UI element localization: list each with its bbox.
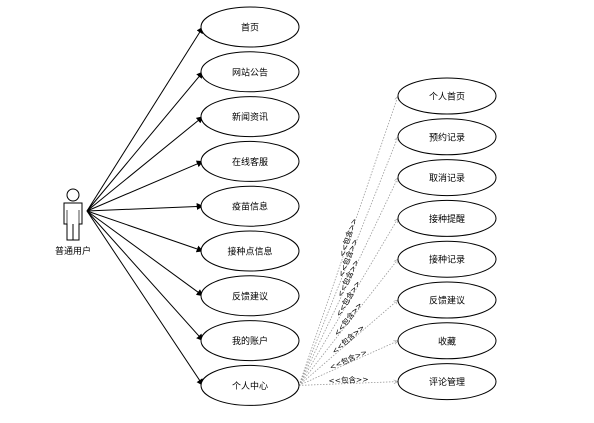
- association-lines: [86, 26, 204, 386]
- use-case-label: 网站公告: [232, 66, 268, 78]
- include-favorites: [298, 340, 398, 386]
- use-case-label: 我的账户: [232, 335, 268, 347]
- use-case-ellipse: [200, 6, 300, 48]
- use-case-ellipse: [397, 363, 497, 401]
- use-case-label: 新闻资讯: [232, 111, 268, 123]
- use-case-label: 在线客服: [232, 156, 268, 168]
- use-case-service: 在线客服: [200, 140, 300, 182]
- use-case-label: 个人首页: [429, 91, 465, 103]
- use-case-notice: 网站公告: [200, 51, 300, 93]
- use-case-feedback: 反馈建议: [200, 275, 300, 317]
- use-case-news: 新闻资讯: [200, 96, 300, 138]
- use-case-label: 评论管理: [429, 376, 465, 388]
- actor-label: 普通用户: [55, 245, 91, 257]
- include-feedback-suggestion: [298, 300, 398, 386]
- use-case-ellipse: [200, 185, 300, 227]
- use-case-ellipse: [397, 118, 497, 156]
- use-case-favorites: 收藏: [397, 322, 497, 360]
- association-news: [86, 116, 204, 212]
- use-case-label: 反馈建议: [429, 295, 465, 307]
- include-vaccination-reminder: [298, 218, 398, 386]
- use-case-vaccination-reminder: 接种提醒: [397, 199, 497, 237]
- association-center: [86, 210, 204, 386]
- association-feedback: [86, 210, 204, 297]
- use-case-label: 接种提醒: [429, 213, 465, 225]
- use-case-label: 取消记录: [429, 172, 465, 184]
- use-case-ellipse: [200, 230, 300, 272]
- use-case-ellipse: [397, 240, 497, 278]
- association-vaccine: [86, 202, 204, 212]
- use-case-ellipse: [200, 364, 300, 406]
- use-case-center: 个人中心: [200, 364, 300, 406]
- association-notice: [86, 71, 204, 212]
- use-case-comment-management: 评论管理: [397, 363, 497, 401]
- use-case-vaccine: 疫苗信息: [200, 185, 300, 227]
- use-case-ellipse: [397, 322, 497, 360]
- association-home: [86, 26, 204, 212]
- include-lines: <<包含>><<包含>><<包含>><<包含>><<包含>><<包含>><<包含…: [298, 96, 399, 386]
- use-case-label: 首页: [241, 22, 259, 34]
- include-cancel-record: [298, 178, 399, 386]
- actor-figure: [63, 188, 83, 241]
- use-case-feedback-suggestion: 反馈建议: [397, 281, 497, 319]
- use-case-label: 预约记录: [429, 131, 465, 143]
- use-case-cancel-record: 取消记录: [397, 159, 497, 197]
- use-case-label: 接种点信息: [227, 246, 272, 258]
- use-case-ellipse: [397, 281, 497, 319]
- use-case-label: 接种记录: [429, 254, 465, 266]
- use-case-reservation-record: 预约记录: [397, 118, 497, 156]
- use-case-ellipse: [200, 320, 300, 362]
- use-case-ellipse: [397, 159, 497, 197]
- use-case-ellipse: [200, 140, 300, 182]
- use-case-account: 我的账户: [200, 320, 300, 362]
- include-label: <<包含>>: [328, 374, 368, 386]
- use-case-ellipse: [200, 275, 300, 317]
- association-account: [86, 210, 204, 342]
- association-service: [86, 160, 204, 212]
- use-case-label: 反馈建议: [232, 290, 268, 302]
- association-site: [86, 210, 204, 253]
- include-reservation-record: [298, 137, 398, 386]
- use-case-vaccination-record: 接种记录: [397, 240, 497, 278]
- use-case-site: 接种点信息: [200, 230, 300, 272]
- use-case-ellipse: [200, 51, 300, 93]
- use-case-personal-home: 个人首页: [397, 77, 497, 115]
- use-case-home: 首页: [200, 6, 300, 48]
- use-case-label: 个人中心: [232, 380, 268, 392]
- use-case-ellipse: [397, 199, 497, 237]
- use-case-label: 疫苗信息: [232, 201, 268, 213]
- use-case-ellipse: [397, 77, 497, 115]
- use-case-label: 收藏: [438, 335, 456, 347]
- use-case-ellipse: [200, 96, 300, 138]
